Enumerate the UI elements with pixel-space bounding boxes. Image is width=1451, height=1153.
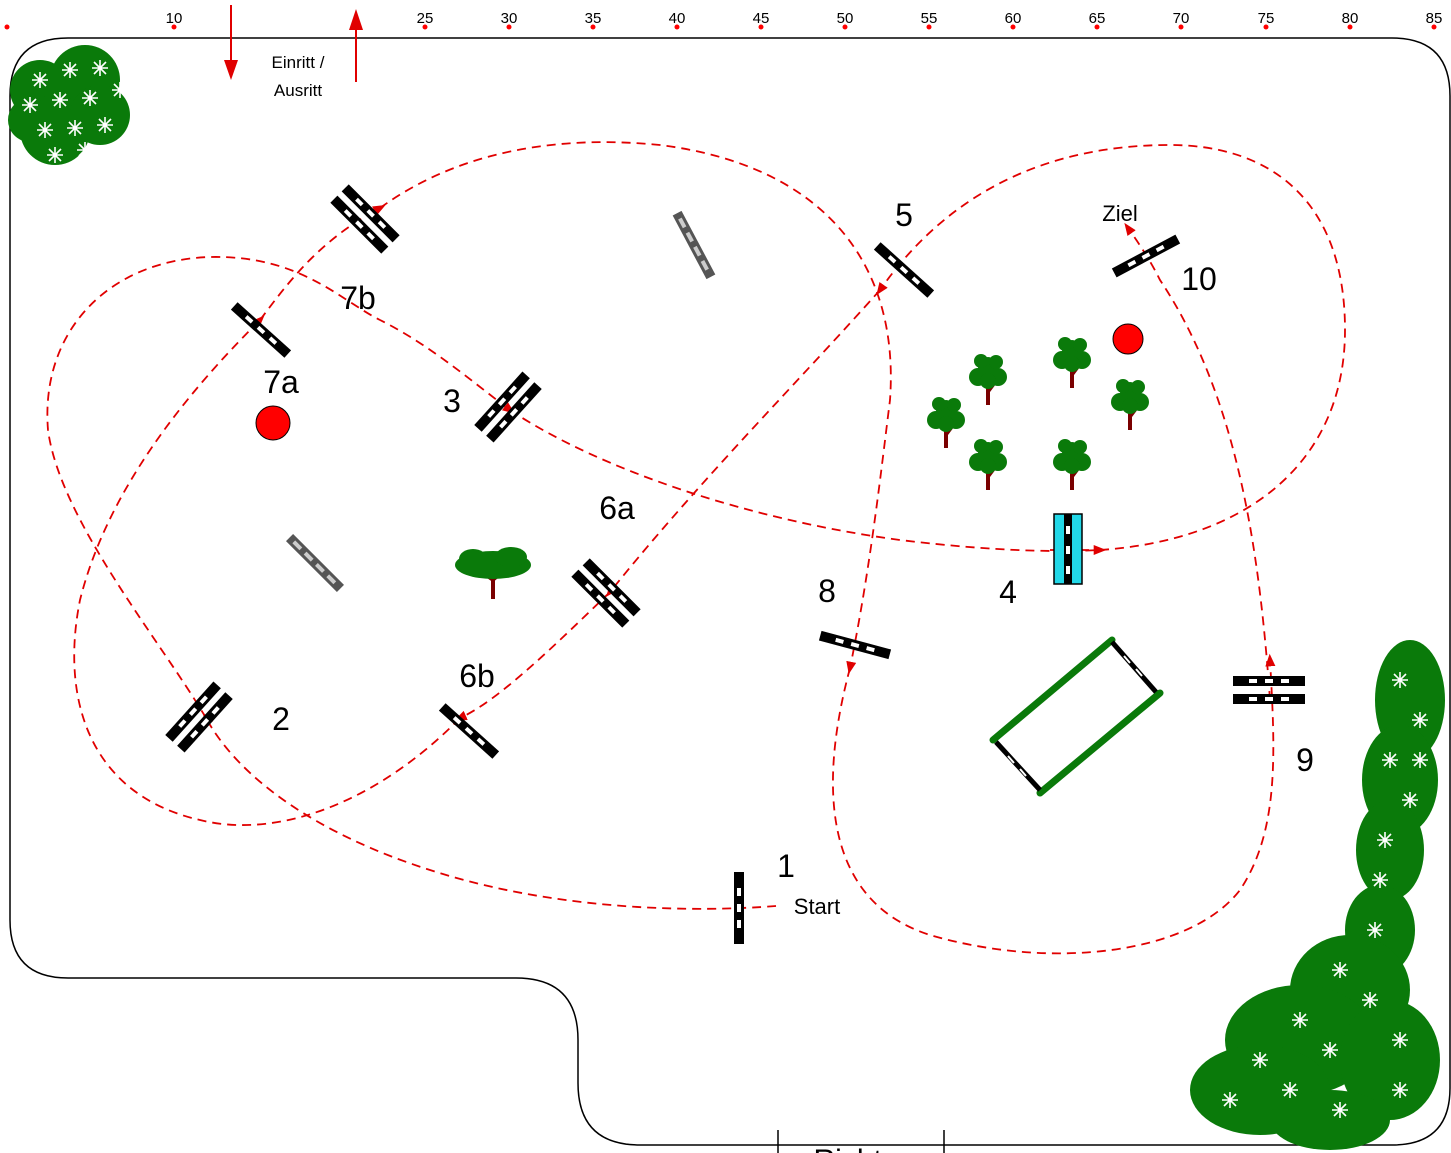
ruler-tick-85: 85 [1426,10,1443,30]
obstacle-10-pole [1111,234,1181,278]
judge-label: Richter [813,1144,908,1153]
ruler-tick-label: 75 [1258,10,1275,27]
ruler-tick-65: 65 [1089,10,1106,30]
entrance-exit-arrows [224,5,363,82]
ruler-tick-80: 80 [1342,10,1359,30]
ruler-tick-40: 40 [669,10,686,30]
obstacle-label-6a: 6a [599,490,635,526]
red-marker [1112,323,1144,355]
ruler-tick-label: 45 [753,10,770,27]
ground-pole [286,534,344,592]
obstacle-8-pole [818,630,892,660]
obstacle-5-pole [873,242,935,298]
ruler-tick-25: 25 [417,10,434,30]
obstacle-label-4: 4 [999,574,1017,610]
obstacle-7b-oxer [330,184,399,253]
hedge-right [1190,640,1445,1150]
ruler-tick-label: 50 [837,10,854,27]
ruler-origin-dot [4,24,10,30]
ruler-tick-label: 35 [585,10,602,27]
arena-border [9,37,1451,1146]
obstacle-label-10: 10 [1181,261,1217,297]
obstacle-7a-pole [230,302,292,358]
obstacle-3-oxer [474,372,541,443]
ruler-tick-10: 10 [166,10,183,30]
bush-top-left [8,45,130,165]
ruler-tick-label: 25 [417,10,434,27]
finish-label: Ziel [1102,201,1137,226]
entrance-label-line2: Ausritt [274,81,322,100]
judge-box: Richter [777,1130,945,1153]
obstacle-label-5: 5 [895,197,913,233]
obstacle-label-2: 2 [272,701,290,737]
start-label: Start [794,894,840,919]
ruler-tick-55: 55 [921,10,938,30]
ruler-tick-label: 70 [1173,10,1190,27]
ground-pole [672,210,716,280]
obstacle-1-pole [734,872,744,944]
ruler-tick-35: 35 [585,10,602,30]
ruler-tick-label: 55 [921,10,938,27]
ruler-tick-label: 80 [1342,10,1359,27]
obstacle-9-oxer [1233,676,1305,704]
entrance-label-line1: Einritt / [272,53,325,72]
obstacle-2-oxer [165,682,232,753]
hedge-obstacle [989,636,1164,797]
obstacle-label-6b: 6b [459,658,495,694]
course-route [46,141,1346,955]
ruler-tick-50: 50 [837,10,854,30]
obstacle-label-9: 9 [1296,742,1314,778]
ruler-tick-45: 45 [753,10,770,30]
obstacle-label-1: 1 [777,848,795,884]
obstacle-label-3: 3 [443,383,461,419]
obstacle-6a-oxer [571,558,640,627]
ruler-tick-60: 60 [1005,10,1022,30]
ruler-tick-label: 60 [1005,10,1022,27]
ruler-tick-30: 30 [501,10,518,30]
red-marker [255,405,291,441]
ruler-tick-70: 70 [1173,10,1190,30]
tree-group [926,336,1150,491]
ruler-tick-label: 85 [1426,10,1443,27]
tree-single [455,547,531,599]
obstacle-label-8: 8 [818,573,836,609]
ruler-tick-label: 40 [669,10,686,27]
obstacle-4-water [1053,513,1083,585]
obstacle-label-7b: 7b [340,280,376,316]
top-ruler: 10 25 30 35 40 45 50 55 60 65 70 75 80 8… [4,10,1443,30]
ruler-tick-label: 65 [1089,10,1106,27]
ruler-tick-75: 75 [1258,10,1275,30]
ruler-tick-label: 30 [501,10,518,27]
obstacle-label-7a: 7a [263,364,299,400]
ruler-tick-label: 10 [166,10,183,27]
